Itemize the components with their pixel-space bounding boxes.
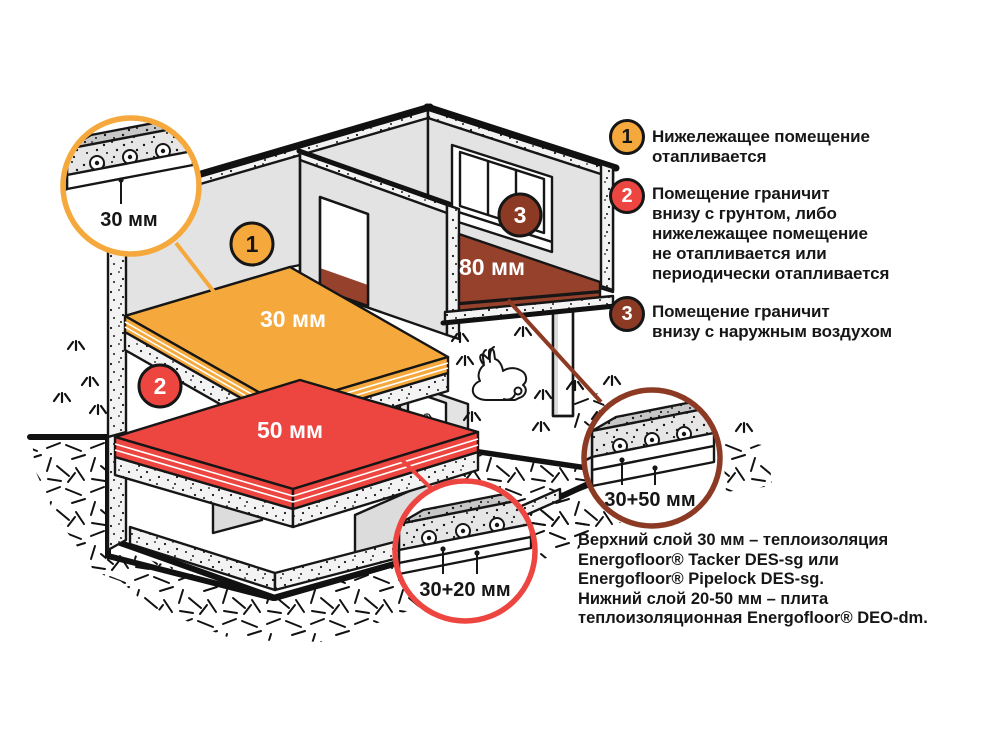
rabbit-icon xyxy=(471,346,528,401)
callout1-label: 30 мм xyxy=(100,209,157,231)
legend-badge-2: 2 xyxy=(609,178,645,214)
callout3-label: 30+50 мм xyxy=(604,489,695,511)
partition-wall xyxy=(296,148,461,341)
callout-3: 30+50 мм xyxy=(581,387,723,529)
callout2-label: 30+20 мм xyxy=(419,579,510,601)
legend-badge-3: 3 xyxy=(609,296,645,332)
svg-text:3: 3 xyxy=(514,202,527,228)
svg-text:1: 1 xyxy=(246,231,259,257)
slab1-label: 30 мм xyxy=(260,306,326,332)
badge-1: 1 xyxy=(229,221,275,267)
leader-1 xyxy=(174,241,216,294)
legend-item-2: Помещение граничит внизу с грунтом, либо… xyxy=(652,184,890,283)
slab2-label: 50 мм xyxy=(257,417,323,443)
slab-3-80mm: 80 мм xyxy=(440,232,618,326)
badge-2: 2 xyxy=(137,363,183,409)
legend-item-1: Нижележащее помещение отапливается xyxy=(652,127,870,166)
svg-text:2: 2 xyxy=(154,373,167,399)
badge-3: 3 xyxy=(497,192,543,238)
window-upper xyxy=(450,143,554,254)
product-note: Верхний слой 30 мм – теплоизоляция Energ… xyxy=(578,531,928,627)
leader-3 xyxy=(506,298,603,404)
legend-item-3: Помещение граничит внизу с наружным возд… xyxy=(652,302,892,341)
slab3-label: 80 мм xyxy=(459,254,525,280)
legend-badge-1: 1 xyxy=(609,119,645,155)
slab-2-50mm: 50 мм xyxy=(113,378,480,529)
